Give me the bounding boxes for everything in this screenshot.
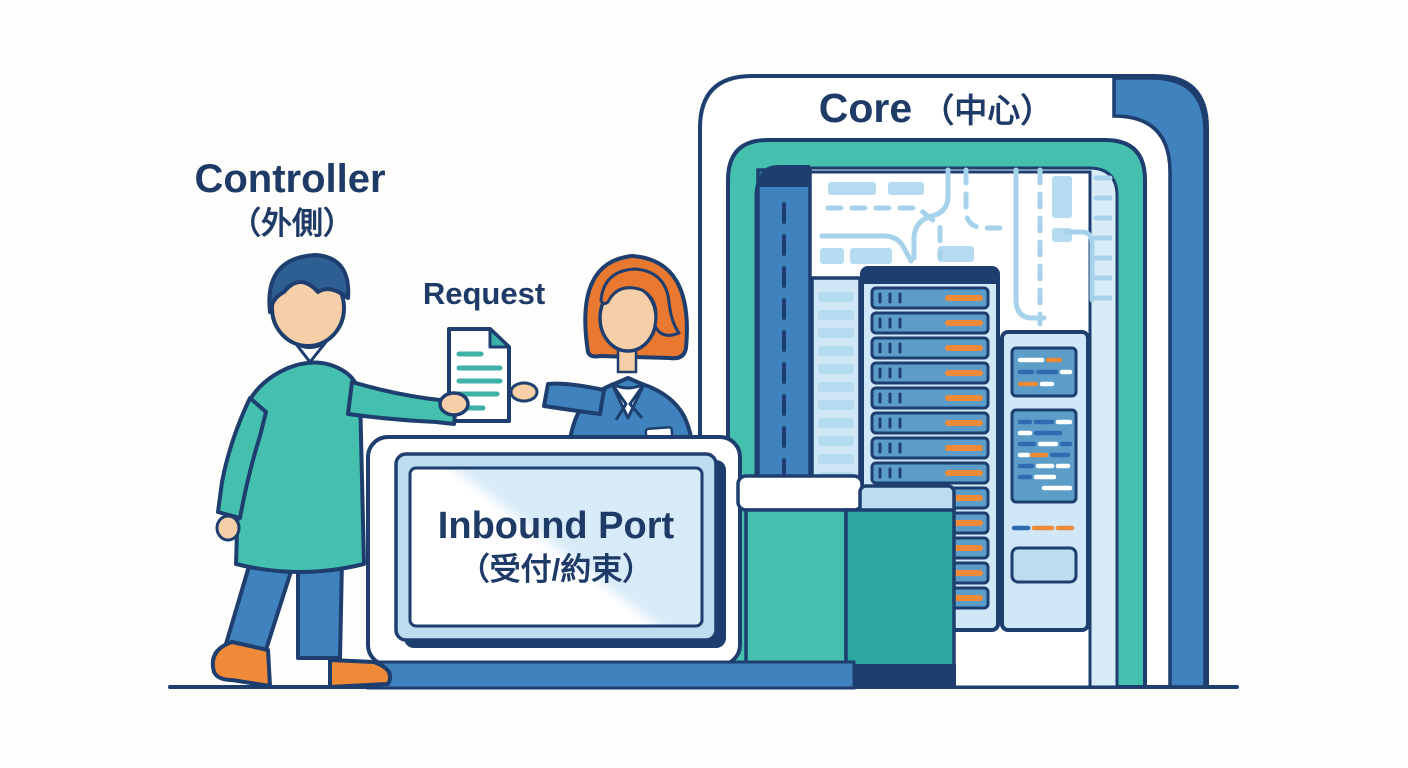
code-lines-large	[1017, 419, 1073, 491]
controller-right-leg	[296, 558, 344, 660]
server-unit	[870, 436, 990, 460]
core-title-jp: （中心）	[921, 92, 1053, 129]
receptionist-lapel-right	[628, 383, 646, 419]
server-unit	[870, 361, 990, 385]
request-document	[447, 327, 539, 423]
vent-slat	[818, 346, 854, 356]
controller-sublabel: （外側）	[230, 206, 354, 241]
vent-slat	[818, 328, 854, 338]
receptionist-lapel-left	[610, 383, 628, 421]
receptionist-left-sleeve	[542, 381, 606, 416]
code-lines-small	[1017, 357, 1073, 387]
controller-hair	[267, 253, 351, 314]
circuit-pattern-icon	[819, 167, 1113, 327]
request-label: Request	[423, 276, 545, 311]
server-unit	[870, 386, 990, 410]
inbound-port-label: Inbound Port	[438, 505, 675, 547]
counter-cabinet-left	[744, 508, 848, 684]
vent-slat	[818, 400, 854, 410]
server-unit	[870, 311, 990, 335]
counter-cabinet-right	[844, 508, 956, 684]
vent-slat	[818, 364, 854, 374]
controller-right-arm	[346, 380, 458, 426]
inbound-port-sublabel: （受付/約束）	[459, 552, 654, 587]
core-title: Core（中心）	[819, 85, 1053, 131]
server-unit	[870, 461, 990, 485]
controller-label: Controller	[194, 157, 385, 201]
vent-slat	[818, 454, 854, 464]
cabinet-drawer	[1010, 546, 1078, 584]
controller-sweater	[234, 360, 366, 574]
code-cabinet	[1000, 330, 1090, 632]
receptionist-hand	[509, 381, 539, 403]
vent-slat	[818, 310, 854, 320]
controller-right-hand	[438, 391, 470, 417]
sign-screen	[408, 466, 704, 628]
vent-slat	[818, 292, 854, 302]
core-right-band	[1112, 76, 1207, 689]
receptionist-hair-fringe	[599, 267, 681, 337]
vent-slat	[818, 382, 854, 392]
vent-slat	[818, 436, 854, 446]
receptionist-figure	[542, 253, 698, 480]
controller-left-arm	[216, 396, 268, 520]
vent-slat	[818, 418, 854, 428]
counter-top-white	[736, 474, 864, 512]
controller-left-shoe	[210, 640, 272, 688]
controller-collar	[294, 340, 328, 364]
server-unit	[870, 286, 990, 310]
controller-left-hand	[215, 514, 241, 542]
desk-base	[366, 660, 856, 690]
reception-desk: Inbound Port （受付/約束）	[366, 435, 956, 690]
cabinet-base	[836, 664, 956, 688]
server-unit	[870, 336, 990, 360]
document-fold-corner	[488, 327, 511, 349]
server-unit	[870, 411, 990, 435]
controller-right-shoe	[328, 658, 393, 689]
core-title-en: Core	[819, 85, 912, 131]
controller-figure	[210, 253, 470, 689]
